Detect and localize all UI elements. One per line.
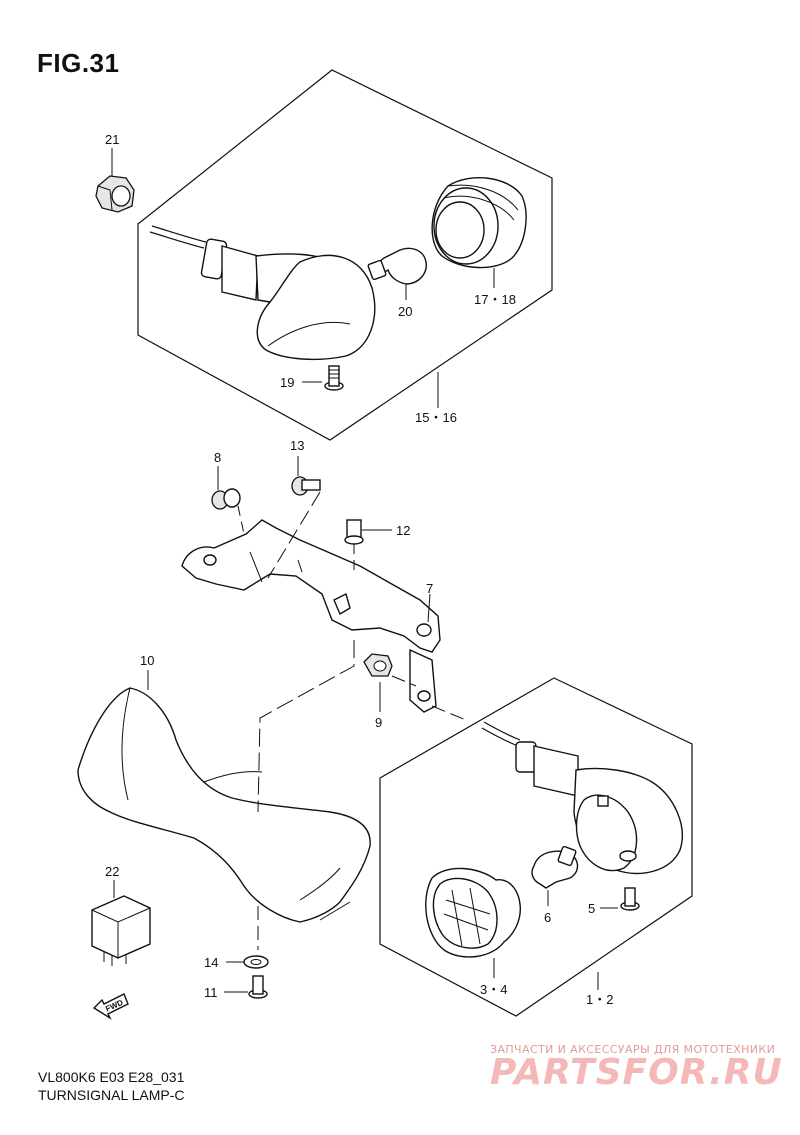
callout-5[interactable]: 5 bbox=[588, 901, 595, 916]
callout-19[interactable]: 19 bbox=[280, 375, 294, 390]
part-7-bracket[interactable] bbox=[181, 519, 441, 713]
callout-17-18[interactable]: 17・18 bbox=[474, 292, 516, 307]
callout-15-16[interactable]: 15・16 bbox=[415, 410, 457, 425]
part-21-nut[interactable] bbox=[95, 175, 135, 213]
callout-20[interactable]: 20 bbox=[398, 304, 412, 319]
part-14-washer[interactable] bbox=[243, 955, 269, 969]
section-name: TURNSIGNAL LAMP-C bbox=[38, 1087, 185, 1103]
callout-21[interactable]: 21 bbox=[105, 132, 119, 147]
fwd-arrow-icon bbox=[92, 993, 129, 1020]
part-19-screw[interactable] bbox=[324, 365, 344, 391]
part-11-screw[interactable] bbox=[248, 975, 268, 999]
part-3-4-lens[interactable] bbox=[425, 867, 521, 958]
part-10-cover[interactable] bbox=[77, 687, 371, 923]
part-9-nut[interactable] bbox=[363, 653, 393, 677]
part-5-screw[interactable] bbox=[620, 887, 640, 911]
upper-lamp-assembly-frame bbox=[137, 69, 553, 441]
callouts: 21 20 17・18 19 15・16 13 8 12 7 10 9 22 6… bbox=[104, 132, 613, 1014]
lower-turnsignal-housing[interactable] bbox=[481, 721, 683, 874]
watermark-tagline: ЗАПЧАСТИ И АКСЕССУАРЫ ДЛЯ МОТОТЕХНИКИ bbox=[490, 1043, 776, 1056]
callout-3-4[interactable]: 3・4 bbox=[480, 982, 507, 997]
part-17-18-lens[interactable] bbox=[431, 177, 527, 269]
leader-lines bbox=[111, 148, 618, 993]
part-6-bulb[interactable] bbox=[531, 845, 579, 889]
model-code: VL800K6 E03 E28_031 bbox=[38, 1069, 185, 1085]
callout-22[interactable]: 22 bbox=[105, 864, 119, 879]
callout-13[interactable]: 13 bbox=[290, 438, 304, 453]
callout-12[interactable]: 12 bbox=[396, 523, 410, 538]
callout-14[interactable]: 14 bbox=[204, 955, 218, 970]
figure-title: FIG.31 bbox=[37, 48, 120, 78]
callout-7[interactable]: 7 bbox=[426, 581, 433, 596]
watermark-logo: PARTSFOR.RU bbox=[490, 1052, 783, 1093]
lower-lamp-assembly-frame bbox=[379, 677, 693, 1017]
callout-1-2[interactable]: 1・2 bbox=[586, 992, 613, 1007]
part-8-collar[interactable] bbox=[211, 488, 241, 510]
callout-6[interactable]: 6 bbox=[544, 910, 551, 925]
part-20-bulb[interactable] bbox=[367, 247, 427, 285]
part-22-relay[interactable] bbox=[91, 895, 151, 966]
part-12-bolt[interactable] bbox=[344, 519, 364, 545]
callout-9[interactable]: 9 bbox=[375, 715, 382, 730]
callout-10[interactable]: 10 bbox=[140, 653, 154, 668]
callout-8[interactable]: 8 bbox=[214, 450, 221, 465]
part-13-screw[interactable] bbox=[291, 476, 321, 496]
upper-turnsignal-housing[interactable] bbox=[149, 225, 376, 361]
callout-11[interactable]: 11 bbox=[204, 985, 218, 1000]
